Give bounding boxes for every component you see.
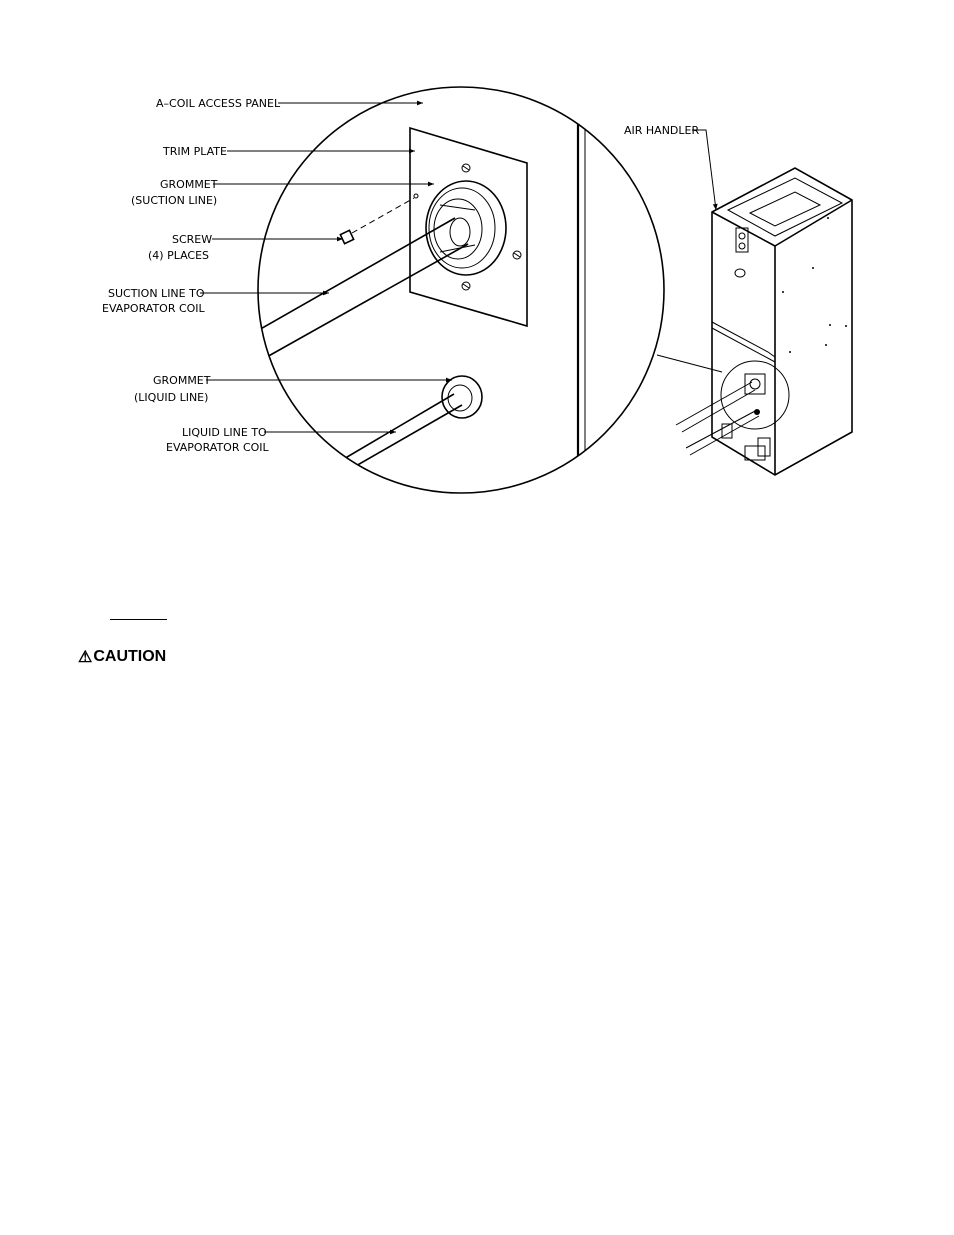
detail-magnified-view [257, 86, 665, 494]
label-screw-sub: (4) PLACES [148, 249, 209, 262]
callout-arrows [200, 100, 718, 435]
warning-triangle-icon: ⚠ [78, 649, 93, 666]
screw-shapes [413, 163, 522, 291]
caution-notice: ⚠ CAUTION [78, 647, 166, 667]
label-screw: SCREW [172, 233, 212, 246]
label-grommet-liquid-sub: (LIQUID LINE) [134, 391, 208, 404]
label-liquid-line: LIQUID LINE TO [182, 426, 267, 439]
label-liquid-line-sub: EVAPORATOR COIL [166, 441, 270, 454]
label-grommet-suction: GROMMET [160, 178, 218, 191]
label-trim-plate: TRIM PLATE [162, 145, 227, 158]
detail-leader-line [656, 354, 723, 373]
liquid-line-pipe [324, 393, 463, 479]
label-grommet-liquid: GROMMET [153, 374, 211, 387]
air-handler-unit [675, 167, 853, 476]
section-rule [110, 619, 167, 620]
trim-plate-shape [409, 126, 528, 328]
label-suction-line-sub: EVAPORATOR COIL [102, 302, 206, 315]
loose-screw-shape [339, 197, 415, 245]
caution-label: CAUTION [93, 648, 167, 665]
label-grommet-suction-sub: (SUCTION LINE) [131, 194, 217, 207]
air-handler-line-set-diagram: A–COIL ACCESS PANEL TRIM PLATE GROMMET (… [102, 86, 853, 494]
suction-grommet-shape [425, 180, 507, 276]
label-air-handler: AIR HANDLER [624, 124, 699, 137]
label-suction-line: SUCTION LINE TO [108, 287, 205, 300]
suction-line-pipe [258, 217, 471, 359]
label-acoil-access-panel: A–COIL ACCESS PANEL [156, 97, 281, 110]
